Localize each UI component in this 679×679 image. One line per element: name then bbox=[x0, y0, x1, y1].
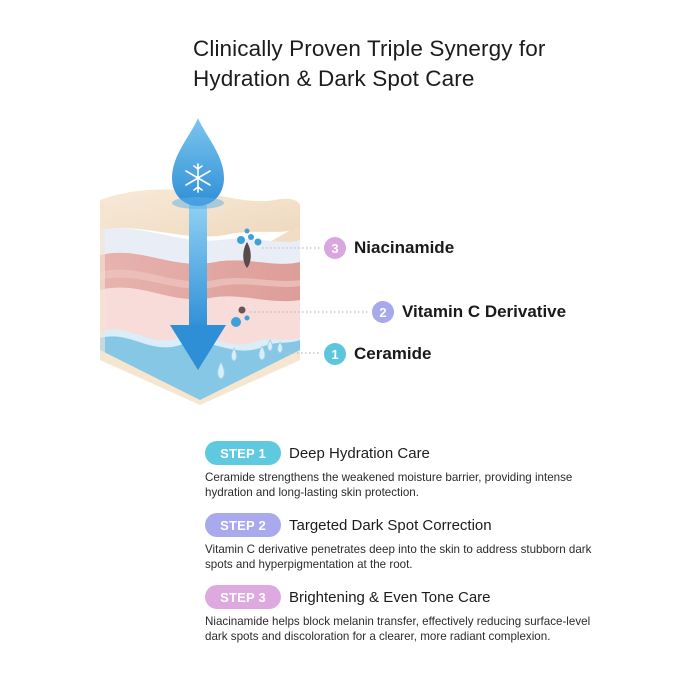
callout-number-badge: 2 bbox=[372, 301, 394, 323]
skin-layers-illustration bbox=[0, 100, 679, 420]
step-badge: STEP 3 bbox=[205, 585, 281, 609]
step-description: Niacinamide helps block melanin transfer… bbox=[205, 615, 591, 643]
step-description: Ceramide strengthens the weakened moistu… bbox=[205, 471, 573, 499]
ceramide-droplets-icon bbox=[217, 339, 283, 380]
page-title: Clinically Proven Triple Synergy for Hyd… bbox=[193, 34, 653, 94]
callout-ceramide: 1 Ceramide bbox=[324, 342, 431, 366]
callout-number-badge: 3 bbox=[324, 237, 346, 259]
step-badge: STEP 1 bbox=[205, 441, 281, 465]
vitamin-c-molecule-icon bbox=[231, 306, 250, 327]
callout-vitamin-c: 2 Vitamin C Derivative bbox=[372, 300, 566, 324]
step-heading: Targeted Dark Spot Correction bbox=[289, 516, 492, 534]
title-line-1: Clinically Proven Triple Synergy for bbox=[193, 36, 546, 61]
step-2: STEP 2 Targeted Dark Spot Correction Vit… bbox=[205, 513, 625, 572]
down-arrow-icon bbox=[189, 205, 207, 330]
step-badge: STEP 2 bbox=[205, 513, 281, 537]
callout-label: Niacinamide bbox=[354, 238, 455, 257]
callout-label: Vitamin C Derivative bbox=[402, 302, 567, 321]
callout-niacinamide: 3 Niacinamide bbox=[324, 236, 454, 260]
water-drop-snowflake-icon bbox=[172, 118, 224, 209]
callout-label: Ceramide bbox=[354, 344, 432, 363]
step-heading: Brightening & Even Tone Care bbox=[289, 588, 491, 606]
niacinamide-molecule-icon bbox=[237, 228, 262, 268]
step-1: STEP 1 Deep Hydration Care Ceramide stre… bbox=[205, 441, 625, 500]
title-line-2: Hydration & Dark Spot Care bbox=[193, 66, 475, 91]
step-heading: Deep Hydration Care bbox=[289, 444, 430, 462]
skin-layers bbox=[100, 118, 368, 405]
step-3: STEP 3 Brightening & Even Tone Care Niac… bbox=[205, 585, 625, 644]
step-description: Vitamin C derivative penetrates deep int… bbox=[205, 543, 592, 571]
callout-number-badge: 1 bbox=[324, 343, 346, 365]
